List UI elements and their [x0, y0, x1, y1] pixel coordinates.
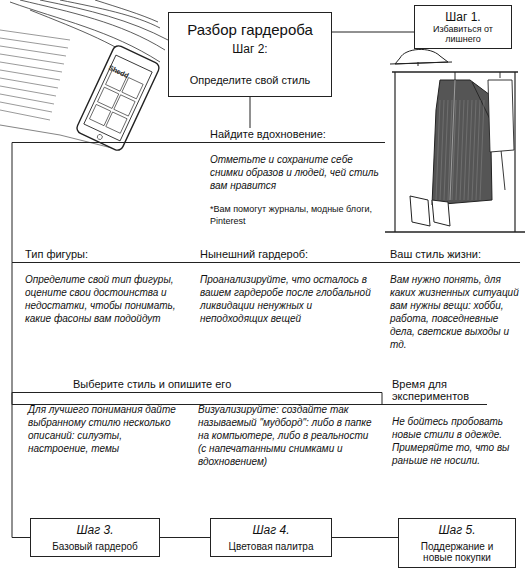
step-box: Шаг 3. Базовый гардероб	[30, 518, 160, 557]
step-number: Шаг 1.	[421, 10, 505, 24]
hatch-stroke	[444, 100, 448, 200]
connector-line	[250, 97, 251, 128]
section-heading: Найдите вдохновение:	[210, 128, 385, 143]
step-box: Разбор гардеробаШаг 2: Определите свой ст…	[168, 12, 332, 97]
hatch-stroke	[464, 100, 468, 200]
body-row: Для лучшего понимания дайте выбранному с…	[28, 393, 376, 468]
clothes-rack	[385, 49, 525, 232]
section-body: Не бойтесь пробовать новые стили в одежд…	[392, 415, 520, 467]
hatch-stroke	[456, 100, 460, 200]
step-number: Шаг 5.	[405, 523, 509, 537]
section-body: Визуализируйте: создайте так называемый …	[198, 403, 373, 468]
connector-line	[332, 32, 414, 33]
section-body: Определите свой тип фигуры, оцените свои…	[25, 273, 180, 325]
garment-hatching	[436, 100, 484, 200]
connector-line	[12, 263, 392, 405]
hatch-stroke	[480, 100, 484, 200]
hatch-stroke	[460, 100, 464, 200]
smartphone	[75, 44, 161, 152]
connector-line	[376, 393, 392, 405]
connector-line	[12, 143, 210, 263]
hatch-stroke	[472, 100, 476, 200]
connector-line	[160, 537, 210, 538]
section-heading: Выберите стиль и опишите его	[28, 378, 376, 393]
step-box: Шаг 5. Поддержание и новые покупки	[398, 518, 516, 568]
section-block: Выберите стиль и опишите егоДля лучшего …	[28, 378, 376, 468]
step-number: Шаг 4.	[217, 523, 325, 537]
hatch-stroke	[436, 100, 440, 200]
hatch-stroke	[452, 100, 456, 200]
section-heading: Нынешний гардероб:	[200, 248, 372, 263]
section-note: *Вам помогут журналы, модные блоги, Pint…	[210, 204, 385, 227]
step-title: Цветовая палитра	[217, 541, 325, 552]
hatch-stroke	[468, 100, 472, 200]
step-title: Базовый гардероб	[37, 541, 153, 552]
step-number: Шаг 2:	[175, 42, 325, 56]
app-logo: Shedd	[108, 64, 130, 79]
section-block: Нынешний гардероб: Проанализируйте, что о…	[200, 248, 372, 325]
section-block: Время для экспериментов Не бойтесь пробов…	[392, 378, 520, 467]
section-block: Найдите вдохновение: Отметьте и сохраните…	[210, 128, 385, 227]
section-body: Проанализируйте, что осталось в вашем га…	[200, 273, 372, 325]
step-box: Шаг 4. Цветовая палитра	[210, 518, 332, 557]
section-block: Ваш стиль жизни: Вам нужно понять, для ка…	[390, 248, 520, 351]
section-heading: Тип фигуры:	[25, 248, 180, 263]
hatch-stroke	[440, 100, 444, 200]
section-block: Тип фигуры: Определите свой тип фигуры, о…	[25, 248, 180, 325]
step-title: Избавиться от лишнего	[421, 24, 505, 44]
step-title: Определите свой стиль	[175, 74, 325, 86]
step-title: Поддержание и новые покупки	[405, 541, 509, 563]
step-number: Шаг 3.	[37, 523, 153, 537]
hatch-stroke	[448, 100, 452, 200]
section-body: Отметьте и сохраните себе снимки образов…	[210, 153, 385, 192]
connector-line	[12, 393, 30, 538]
section-body: Для лучшего понимания дайте выбранному с…	[28, 403, 176, 468]
section-heading: Время для экспериментов	[392, 378, 487, 405]
section-heading: Ваш стиль жизни:	[390, 248, 520, 263]
hatch-stroke	[476, 100, 480, 200]
connector-line	[332, 537, 398, 538]
section-body: Вам нужно понять, для каких жизненных си…	[390, 273, 520, 351]
box-title: Разбор гардероба	[175, 21, 325, 38]
step-box: Шаг 1.Избавиться от лишнего	[414, 5, 512, 49]
